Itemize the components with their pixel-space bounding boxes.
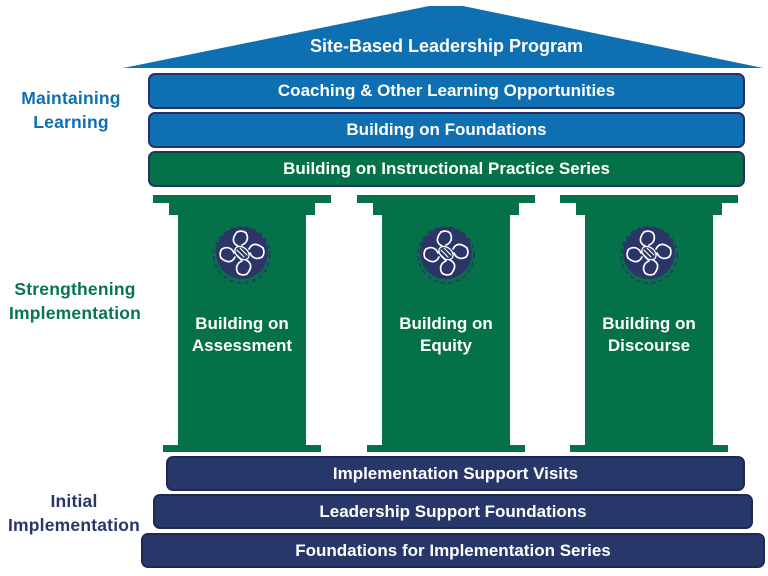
stage-line: Learning — [33, 112, 109, 132]
pillar-capital-bottom — [576, 203, 722, 215]
bar-building-on-instructional-practice-series: Building on Instructional Practice Serie… — [148, 151, 745, 187]
clasped-hands-icon — [620, 226, 678, 284]
pillar-base — [163, 445, 321, 452]
bar-foundations-for-implementation-series: Foundations for Implementation Series — [141, 533, 765, 568]
pillar-label: Building on Assessment — [178, 313, 306, 357]
bar-label: Building on Instructional Practice Serie… — [283, 159, 610, 178]
pillar-capital-bottom — [373, 203, 519, 215]
pillar-label-line: Equity — [420, 336, 472, 355]
pillar-capital-top — [560, 195, 738, 203]
roof-title: Site-Based Leadership Program — [309, 36, 584, 56]
stage-label-maintaining-learning: Maintaining Learning — [4, 86, 138, 134]
pillar-base — [367, 445, 525, 452]
stage-label-initial-implementation: Initial Implementation — [0, 489, 148, 537]
pillar-capital-top — [153, 195, 331, 203]
pillar-label: Building on Discourse — [585, 313, 713, 357]
stage-line: Implementation — [8, 303, 142, 323]
pillar-label-line: Building on — [602, 314, 696, 333]
pillar-shaft: Building on Equity — [382, 215, 510, 445]
bar-leadership-support-foundations: Leadership Support Foundations — [153, 494, 753, 529]
pillar-label-line: Assessment — [191, 336, 293, 355]
bar-coaching-other-learning-opportunities: Coaching & Other Learning Opportunities — [148, 73, 745, 109]
bar-label: Leadership Support Foundations — [319, 501, 587, 521]
bar-label: Coaching & Other Learning Opportunities — [277, 81, 616, 100]
pillar-building-on-discourse: Building on Discourse — [557, 195, 741, 452]
pillar-capital-top — [357, 195, 535, 203]
pillar-building-on-assessment: Building on Assessment — [150, 195, 334, 452]
pillar-base — [570, 445, 728, 452]
pillar-label-line: Discourse — [607, 336, 691, 355]
pillar-shaft: Building on Assessment — [178, 215, 306, 445]
pillar-label-line: Building on — [195, 314, 289, 333]
bar-implementation-support-visits: Implementation Support Visits — [166, 456, 745, 491]
pillar-label-line: Building on — [399, 314, 493, 333]
bar-label: Building on Foundations — [346, 120, 547, 139]
pillar-shaft: Building on Discourse — [585, 215, 713, 445]
stage-line: Implementation — [7, 515, 141, 535]
roof-pediment — [123, 6, 763, 68]
clasped-hands-icon — [213, 226, 271, 284]
pillar-capital-bottom — [169, 203, 315, 215]
bar-building-on-foundations: Building on Foundations — [148, 112, 745, 148]
bar-label: Implementation Support Visits — [332, 463, 579, 483]
stage-label-strengthening-implementation: Strengthening Implementation — [0, 277, 150, 325]
clasped-hands-icon — [417, 226, 475, 284]
bar-label: Foundations for Implementation Series — [295, 540, 611, 560]
pillar-building-on-equity: Building on Equity — [354, 195, 538, 452]
pillar-label: Building on Equity — [382, 313, 510, 357]
stage-line: Initial — [50, 491, 98, 511]
stage-line: Maintaining — [21, 88, 121, 108]
stage-line: Strengthening — [14, 279, 136, 299]
